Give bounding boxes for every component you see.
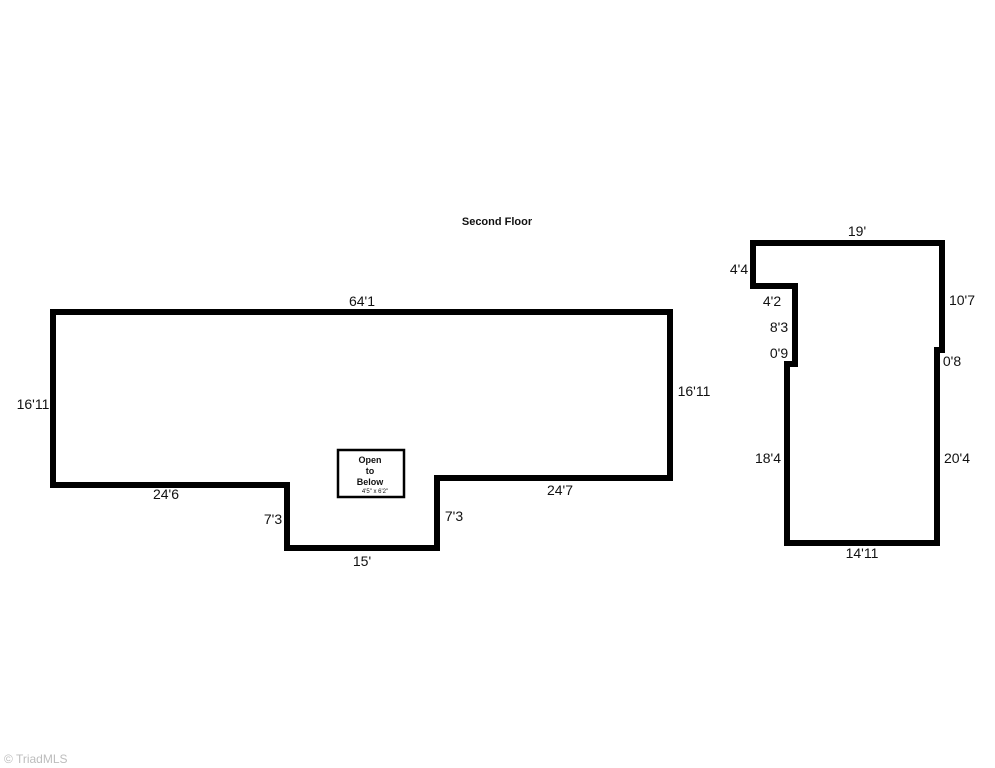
open-to-below-line3: Below: [357, 477, 385, 487]
open-to-below-line1: Open: [358, 455, 381, 465]
main-room-left-dimension: 16'11: [17, 396, 50, 412]
side-room-jog-right-dimension: 0'8: [943, 353, 961, 369]
side-room-bottom-dimension: 14'11: [846, 545, 879, 561]
main-room-outline: [50, 309, 673, 551]
main-room-step-right-dimension: 7'3: [445, 508, 463, 524]
open-to-below-line2: to: [366, 466, 375, 476]
copyright-notice: © TriadMLS: [4, 752, 68, 766]
side-room-lower-right-dimension: 20'4: [944, 450, 970, 466]
side-room-top-dimension: 19': [848, 223, 866, 239]
side-room-inner-left-dimension: 8'3: [770, 319, 788, 335]
open-to-below-size: 4'5" x 6'2": [362, 489, 388, 495]
side-room-notch-width-dimension: 4'2: [763, 293, 781, 309]
side-room-upper-right-dimension: 10'7: [949, 292, 975, 308]
main-room-bottom-center-dimension: 15': [353, 553, 371, 569]
main-room-step-left-dimension: 7'3: [264, 511, 282, 527]
open-to-below-box: [336, 448, 406, 499]
side-room-outline: [750, 240, 945, 546]
side-room-jog-left-dimension: 0'9: [770, 345, 788, 361]
floor-title: Second Floor: [462, 216, 533, 228]
side-room-notch-height-dimension: 4'4: [730, 261, 748, 277]
main-room-bottom-left-dimension: 24'6: [153, 486, 179, 502]
main-room-top-dimension: 64'1: [349, 293, 375, 309]
side-room-lower-left-dimension: 18'4: [755, 450, 781, 466]
main-room-bottom-right-dimension: 24'7: [547, 482, 573, 498]
main-room-right-dimension: 16'11: [678, 383, 711, 399]
